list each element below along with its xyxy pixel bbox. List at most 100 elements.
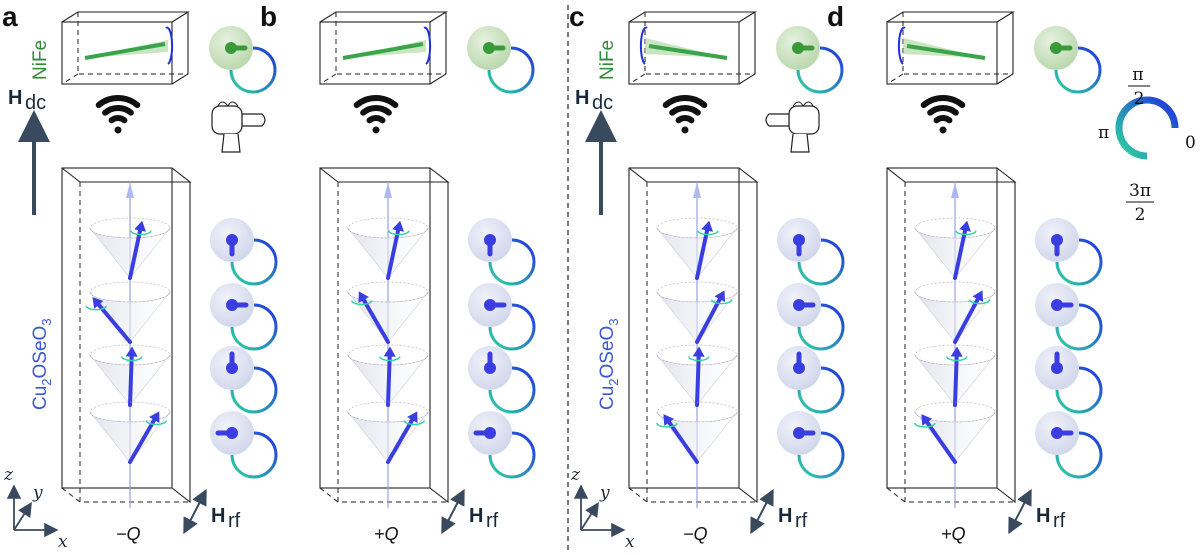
nife-label: NiFe — [30, 40, 51, 80]
wifi-icon — [662, 95, 708, 134]
h-rf-label: H — [469, 505, 483, 527]
cu2oseo3-part-bottom_main: Cu — [597, 386, 618, 410]
cu2oseo3-label: Cu2OSeO3 — [30, 318, 54, 410]
nife-phase-sphere — [776, 26, 844, 94]
phase-three-half-pi-num: 3π — [1129, 181, 1151, 201]
cu2oseo3-phase-sphere-4 — [210, 411, 278, 479]
nife-phase-sphere — [1034, 26, 1102, 94]
cu2oseo3-label: Cu2OSeO3 — [597, 318, 621, 410]
cu2oseo3-cone-1 — [914, 217, 996, 280]
nife-precession-cone — [342, 26, 432, 65]
axis-y-label: y — [32, 483, 43, 503]
cu2oseo3-part-bottom_sub1: 2 — [606, 378, 621, 385]
h-rf-subscript: rf — [486, 510, 499, 532]
h-rf-subscript: rf — [228, 510, 241, 532]
cu2oseo3-cone-1 — [347, 217, 429, 280]
thumb-pointing-hand-icon — [211, 101, 266, 153]
wifi-icon — [920, 95, 966, 134]
phase-half-pi-num: π — [1132, 65, 1143, 85]
nife-phase-sphere — [209, 26, 277, 94]
h-rf-label: H — [211, 505, 225, 527]
axis-z-label: z — [3, 465, 14, 485]
cu2oseo3-phase-sphere-4 — [777, 411, 845, 479]
cu2oseo3-phase-sphere-3 — [1035, 346, 1103, 414]
cu2oseo3-cone-4 — [347, 401, 429, 464]
stack-axis-arrowhead — [693, 182, 701, 198]
coordinate-axes: zy x — [3, 465, 68, 552]
cu2oseo3-phase-sphere-1 — [1035, 218, 1103, 286]
phase-legend: 0 π 2 π 3π 2 — [1098, 65, 1196, 225]
h-dc-subscript: dc — [592, 92, 613, 114]
nife-phase-sphere — [467, 26, 535, 94]
h-rf-label: H — [778, 505, 792, 527]
cu2oseo3-phase-sphere-1 — [468, 218, 536, 286]
cu2oseo3-part-bottom_mid: OSeO — [30, 326, 51, 379]
h-dc-subscript: dc — [25, 92, 46, 114]
stack-axis-arrowhead — [951, 182, 959, 198]
stack-axis-arrowhead — [126, 182, 134, 198]
cu2oseo3-phase-sphere-4 — [1035, 411, 1103, 479]
h-rf-label: H — [1036, 505, 1050, 527]
cu2oseo3-cone-3 — [914, 344, 996, 407]
cu2oseo3-cone-3 — [89, 344, 171, 407]
phase-zero-label: 0 — [1185, 133, 1196, 153]
cu2oseo3-box — [886, 167, 1017, 504]
h-dc-label: H — [8, 87, 22, 109]
cu2oseo3-cone-4 — [914, 401, 996, 464]
cu2oseo3-part-bottom_sub2: 3 — [39, 318, 54, 325]
h-rf-subscript: rf — [1053, 510, 1066, 532]
cu2oseo3-phase-sphere-2 — [468, 283, 536, 351]
cu2oseo3-cone-4 — [89, 401, 171, 464]
cu2oseo3-phase-sphere-1 — [777, 218, 845, 286]
nife-box — [886, 11, 1015, 85]
wifi-icon — [95, 95, 141, 134]
nife-label: NiFe — [597, 40, 618, 80]
cu2oseo3-cone-2 — [656, 281, 738, 344]
nife-precession-cone — [897, 26, 986, 65]
nife-precession-cone — [639, 26, 728, 65]
h-rf-subscript: rf — [795, 510, 808, 532]
phase-half-pi-den: 2 — [1134, 89, 1145, 109]
nife-box — [61, 11, 190, 85]
cu2oseo3-phase-sphere-3 — [468, 346, 536, 414]
nife-box — [628, 11, 757, 85]
stack-axis-arrowhead — [384, 182, 392, 198]
panel-letter: d — [827, 1, 844, 32]
axis-y-label: y — [599, 483, 610, 503]
q-label: −Q — [116, 524, 141, 544]
cu2oseo3-part-bottom_sub1: 2 — [39, 378, 54, 385]
wifi-icon — [353, 95, 399, 134]
cu2oseo3-phase-sphere-2 — [210, 283, 278, 351]
nife-precession-cone — [84, 26, 174, 65]
cu2oseo3-cone-1 — [89, 217, 171, 280]
cu2oseo3-phase-sphere-1 — [210, 218, 278, 286]
cu2oseo3-part-bottom_main: Cu — [30, 386, 51, 410]
cu2oseo3-box — [61, 167, 192, 504]
q-label: −Q — [683, 524, 708, 544]
cu2oseo3-cone-2 — [85, 281, 171, 344]
axis-x-label: x — [58, 532, 68, 552]
cu2oseo3-cone-3 — [656, 344, 738, 407]
nife-box — [319, 11, 448, 85]
cu2oseo3-cone-2 — [347, 281, 429, 344]
cu2oseo3-cone-2 — [914, 281, 996, 344]
q-label: +Q — [374, 524, 399, 544]
cu2oseo3-cone-3 — [347, 344, 429, 407]
cu2oseo3-cone-1 — [656, 217, 738, 280]
panel-letter: a — [2, 1, 18, 32]
cu2oseo3-part-bottom_sub2: 3 — [606, 318, 621, 325]
cu2oseo3-phase-sphere-3 — [777, 346, 845, 414]
phase-pi-label: π — [1098, 123, 1109, 143]
panel-letter: c — [569, 1, 585, 32]
phase-three-half-pi-den: 2 — [1135, 205, 1146, 225]
cu2oseo3-cone-4 — [656, 401, 738, 464]
